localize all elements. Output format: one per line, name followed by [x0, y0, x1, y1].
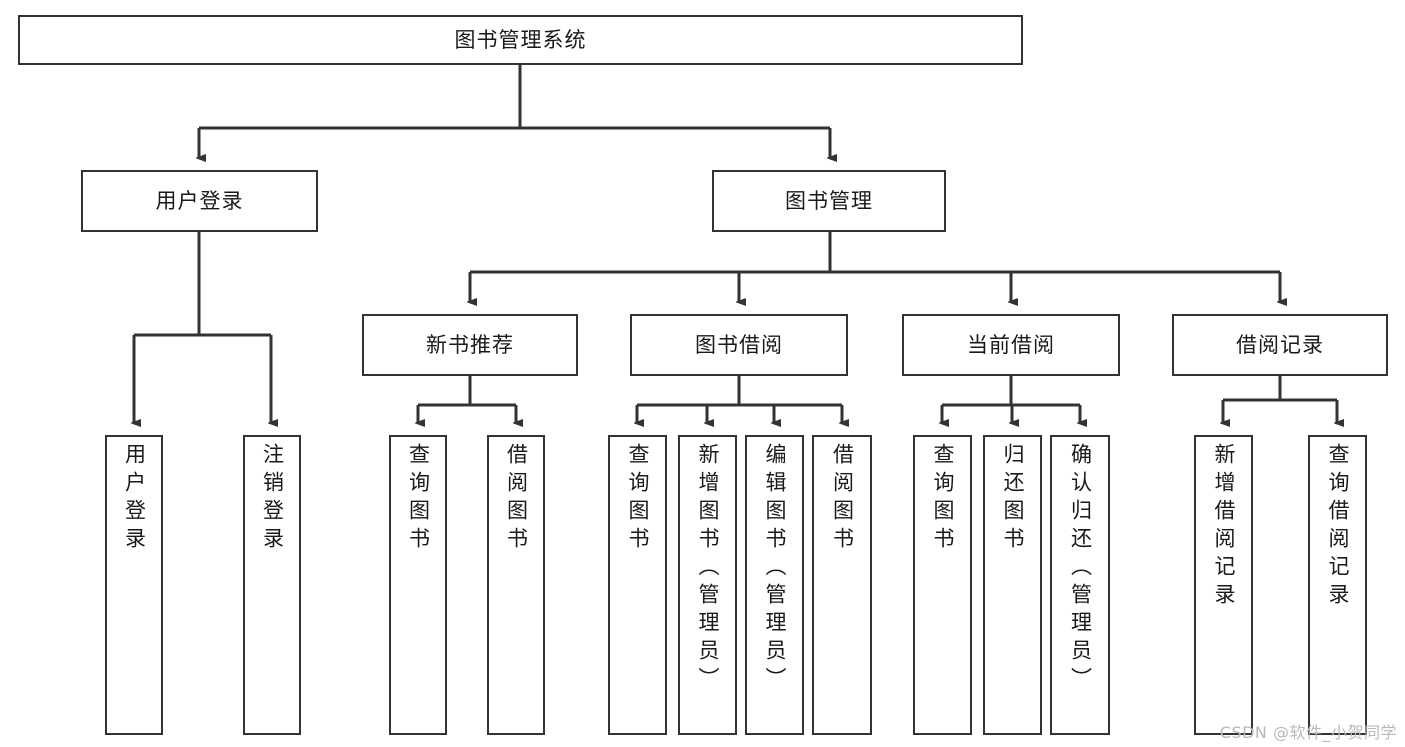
node-new-book-recommend[interactable]: 新书推荐	[362, 314, 578, 376]
node-borrow-record-label: 借阅记录	[1236, 332, 1324, 357]
node-borrow-record[interactable]: 借阅记录	[1172, 314, 1388, 376]
node-current-borrow[interactable]: 当前借阅	[902, 314, 1120, 376]
node-user-login-label: 用户登录	[155, 188, 244, 213]
leaf-borrow-edit-book-label: 编辑图书（管理员）	[763, 443, 787, 695]
leaf-borrow-query-book[interactable]: 查询图书	[608, 435, 667, 735]
leaf-record-query-label: 查询借阅记录	[1326, 443, 1350, 611]
leaf-borrow-add-book[interactable]: 新增图书（管理员）	[678, 435, 737, 735]
node-book-management[interactable]: 图书管理	[712, 170, 946, 232]
leaf-record-add-label: 新增借阅记录	[1212, 443, 1236, 611]
leaf-borrow-edit-book[interactable]: 编辑图书（管理员）	[745, 435, 804, 735]
node-root-label: 图书管理系统	[454, 27, 587, 52]
leaf-new-book-query[interactable]: 查询图书	[389, 435, 447, 735]
leaf-record-query[interactable]: 查询借阅记录	[1308, 435, 1367, 735]
node-book-borrow[interactable]: 图书借阅	[630, 314, 848, 376]
node-book-management-label: 图书管理	[785, 188, 873, 213]
leaf-user-login[interactable]: 用户登录	[105, 435, 163, 735]
leaf-current-return-book[interactable]: 归还图书	[983, 435, 1042, 735]
leaf-new-book-borrow-label: 借阅图书	[504, 443, 529, 555]
leaf-new-book-borrow[interactable]: 借阅图书	[487, 435, 545, 735]
leaf-logout-label: 注销登录	[260, 443, 285, 555]
node-current-borrow-label: 当前借阅	[967, 332, 1055, 357]
node-book-borrow-label: 图书借阅	[695, 332, 783, 357]
leaf-current-confirm-return[interactable]: 确认归还（管理员）	[1050, 435, 1110, 735]
leaf-current-return-book-label: 归还图书	[1001, 443, 1025, 555]
leaf-record-add[interactable]: 新增借阅记录	[1194, 435, 1253, 735]
leaf-borrow-query-book-label: 查询图书	[626, 443, 650, 555]
leaf-current-query-book[interactable]: 查询图书	[913, 435, 972, 735]
node-user-login[interactable]: 用户登录	[81, 170, 318, 232]
leaf-logout[interactable]: 注销登录	[243, 435, 301, 735]
leaf-borrow-borrow-book[interactable]: 借阅图书	[812, 435, 872, 735]
leaf-user-login-label: 用户登录	[122, 443, 147, 555]
node-root[interactable]: 图书管理系统	[18, 15, 1023, 65]
leaf-new-book-query-label: 查询图书	[406, 443, 431, 555]
node-new-book-recommend-label: 新书推荐	[426, 332, 514, 357]
leaf-current-confirm-return-label: 确认归还（管理员）	[1068, 443, 1093, 695]
leaf-borrow-add-book-label: 新增图书（管理员）	[696, 443, 720, 695]
watermark-text: CSDN @软件_小贺同学	[1219, 723, 1397, 742]
leaf-current-query-book-label: 查询图书	[931, 443, 955, 555]
leaf-borrow-borrow-book-label: 借阅图书	[830, 443, 855, 555]
